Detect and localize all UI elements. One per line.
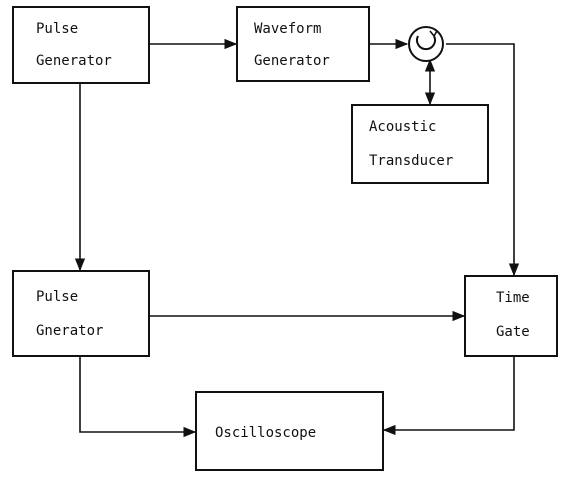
- time-gate-block: Time Gate: [464, 275, 558, 357]
- block-label-line1: Pulse: [36, 289, 79, 305]
- block-label: Oscilloscope: [215, 425, 317, 441]
- block-label-line2: Generator: [36, 53, 112, 69]
- block-label-line2: Generator: [254, 53, 330, 69]
- pulse-generator-top-block: Pulse Generator: [12, 6, 150, 84]
- block-label-line2: Gate: [496, 324, 530, 340]
- block-label-line2: Transducer: [369, 153, 454, 169]
- arrow-pulse-to-oscilloscope: [79, 357, 197, 438]
- block-label-line2: Gnerator: [36, 323, 104, 339]
- arrow-timegate-to-oscilloscope: [382, 357, 515, 436]
- oscilloscope-block: Oscilloscope: [195, 391, 384, 471]
- waveform-generator-block: Waveform Generator: [236, 6, 370, 82]
- circulator-icon: [408, 26, 444, 62]
- block-label-line1: Acoustic: [369, 119, 437, 135]
- block-label-line1: Time: [496, 290, 530, 306]
- arrow-circulator-to-timegate: [446, 43, 520, 277]
- block-label-line1: Pulse: [36, 21, 79, 37]
- acoustic-transducer-block: Acoustic Transducer: [351, 104, 489, 184]
- pulse-generator-bottom-block: Pulse Gnerator: [12, 270, 150, 357]
- block-label-line1: Waveform: [254, 21, 322, 37]
